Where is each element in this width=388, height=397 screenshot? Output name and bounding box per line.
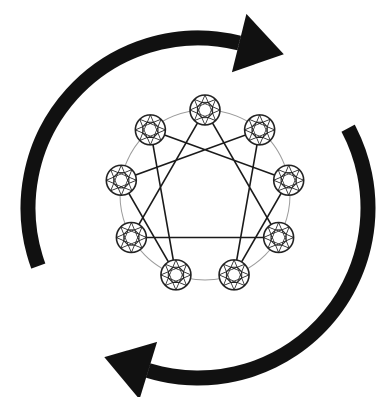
enneagram-figure [106, 95, 303, 290]
cycle-arrows [28, 14, 368, 397]
gem-icon [116, 223, 146, 253]
gem-icon [245, 115, 275, 145]
enneagram-hexad [121, 130, 288, 275]
arrowhead-icon [232, 14, 284, 72]
gem-icon [274, 165, 304, 195]
gem-icon [219, 260, 249, 290]
gem-icon [106, 165, 136, 195]
cycle-arrow-bottom-arc [148, 128, 368, 378]
gem-icon [135, 115, 165, 145]
gem-icon [264, 223, 294, 253]
gem-icon [190, 95, 220, 125]
gem-icon [161, 260, 191, 290]
